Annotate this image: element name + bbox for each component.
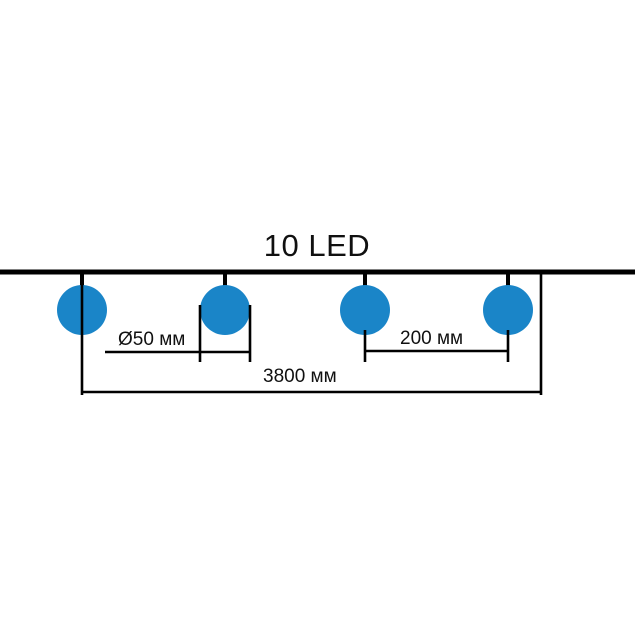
total-length-dimension-label: 3800 мм [263,366,337,387]
spacing-dimension-label: 200 мм [400,328,463,349]
led-bulb-4 [483,285,533,335]
led-bulb-2 [200,285,250,335]
diagram-title: 10 LED [264,228,370,263]
led-bulb-3 [340,285,390,335]
diameter-dimension-label: Ø50 мм [118,329,185,350]
